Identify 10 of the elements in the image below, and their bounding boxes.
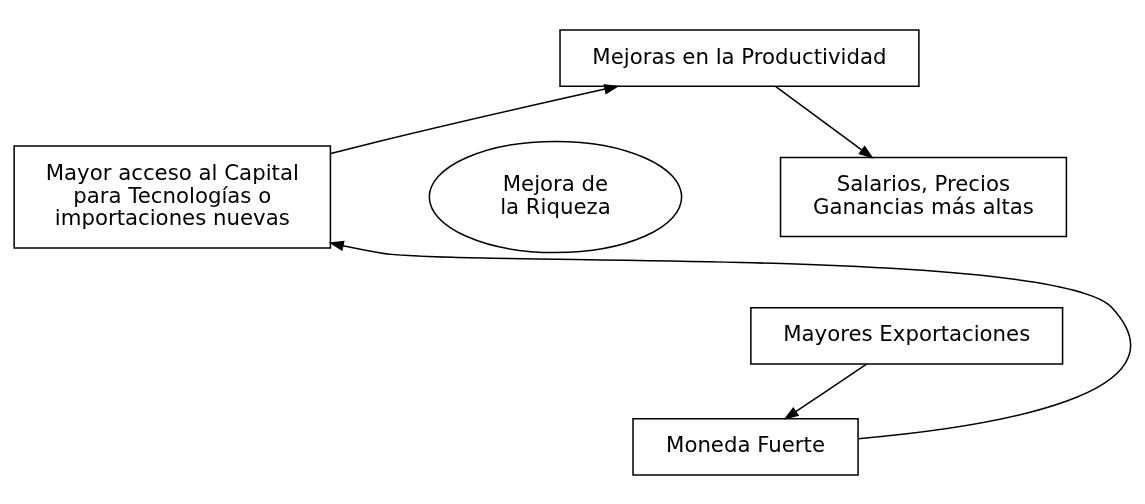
node-box: Mejoras en la Productividad (559, 28, 920, 87)
node-box: Mayor acceso al Capital para Tecnologías o importaciones nuevas (13, 144, 332, 249)
node-ellipse: Mejora de la Riqueza (428, 140, 683, 253)
arrow (330, 83, 620, 154)
node-box: Mayores Exportaciones (750, 306, 1064, 365)
node-box: Salarios, Precios Ganancias más altas (779, 156, 1068, 237)
node-box: Moneda Fuerte (632, 417, 859, 476)
arrow (328, 240, 1132, 439)
arrow (783, 362, 868, 420)
arrow (775, 85, 874, 159)
